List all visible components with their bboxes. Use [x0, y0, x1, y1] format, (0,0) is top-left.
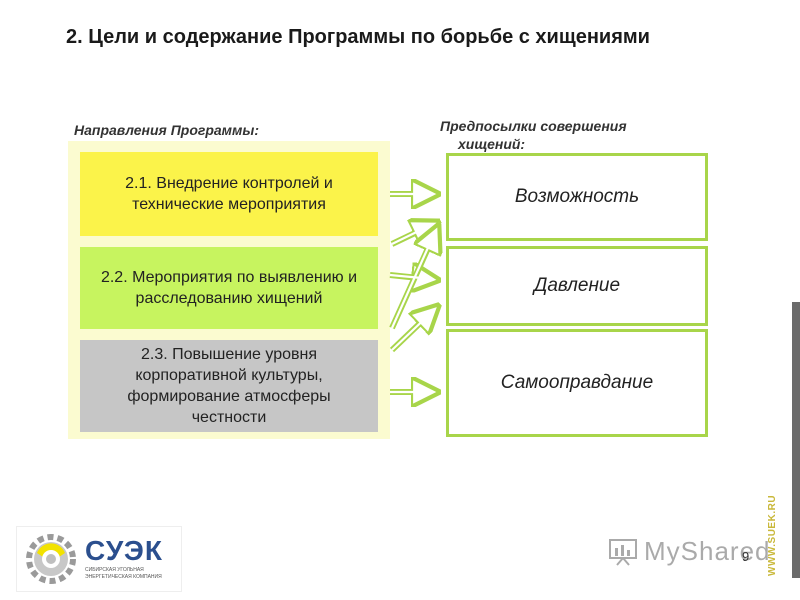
precondition-rationalization: Самооправдание: [446, 329, 708, 437]
side-accent-bar: [792, 302, 800, 578]
directions-heading: Направления Программы:: [74, 122, 260, 138]
logo-subtitle: Сибирская угольная энергетическая компан…: [85, 567, 162, 580]
gear-logo-icon: [26, 534, 76, 584]
direction-box-2-3: 2.3. Повышение уровня корпоративной куль…: [80, 340, 378, 432]
presentation-icon: [609, 538, 637, 566]
direction-box-2-1: 2.1. Внедрение контролей и технические м…: [80, 152, 378, 236]
page-number: 9: [742, 549, 750, 564]
slide-title: 2. Цели и содержание Программы по борьбе…: [66, 26, 650, 48]
preconditions-heading-line1: Предпосылки совершения: [440, 118, 627, 134]
direction-box-2-2: 2.2. Мероприятия по выявлению и расследо…: [80, 247, 378, 329]
precondition-opportunity: Возможность: [446, 153, 708, 241]
watermark-text: MyShared: [644, 536, 771, 566]
watermark: MyShared: [608, 536, 771, 567]
precondition-pressure: Давление: [446, 246, 708, 326]
company-logo: СУЭК Сибирская угольная энергетическая к…: [16, 526, 182, 592]
logo-name: СУЭК: [85, 535, 163, 566]
preconditions-heading: Предпосылки совершения хищений:: [440, 117, 700, 153]
preconditions-heading-line2: хищений:: [458, 136, 526, 152]
